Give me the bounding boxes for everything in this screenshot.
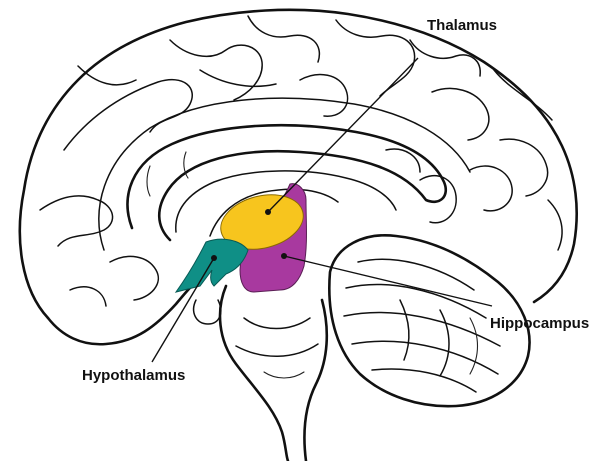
hypothalamus-region (176, 239, 248, 292)
pituitary (194, 300, 221, 324)
hypothalamus-leader-line (152, 258, 214, 362)
thalamus-label: Thalamus (427, 17, 497, 34)
thalamus-leader-line (268, 58, 418, 212)
hippocampus-label: Hippocampus (490, 315, 589, 332)
hippocampus-leader-dot (281, 253, 287, 259)
thalamus-leader-dot (265, 209, 271, 215)
hypothalamus-label: Hypothalamus (82, 367, 185, 384)
hypothalamus-leader-dot (211, 255, 217, 261)
brainstem (220, 286, 327, 461)
